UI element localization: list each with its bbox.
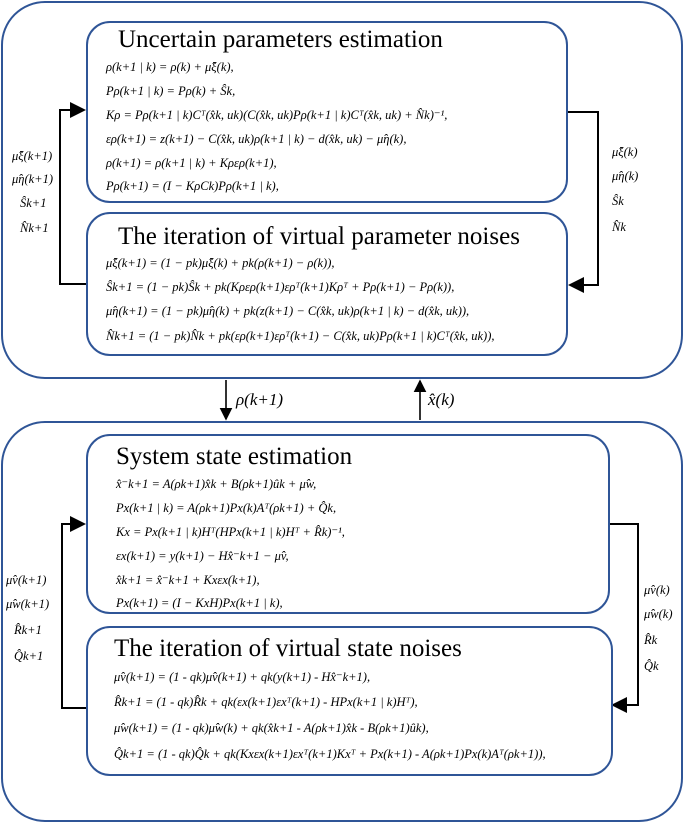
upper-left-label: μ̂ξ(k+1) <box>12 149 53 163</box>
uncertain-parameters-estimation-box: Uncertain parameters estimation ρ(k+1 | … <box>86 21 568 203</box>
upper-right-label: Ŝk <box>612 194 624 208</box>
equation: Ŝk+1 = (1 − pk)Ŝk + pk(Kρερ(k+1)ερᵀ(k+1)… <box>106 280 455 294</box>
equation: R̂k+1 = (1 - qk)R̂k + qk(εx(k+1)εxᵀ(k+1)… <box>114 695 418 709</box>
xhat-connector-label: x̂(k) <box>428 390 455 409</box>
equation: μ̂ξ(k+1) = (1 − pk)μ̂ξ(k) + pk(ρ(k+1) − … <box>106 256 335 270</box>
upper-left-label: Ŝk+1 <box>20 196 47 210</box>
upper-left-label: N̂k+1 <box>20 221 49 235</box>
equation: ρ(k+1) = ρ(k+1 | k) + Kρερ(k+1), <box>106 156 277 170</box>
equation: εx(k+1) = y(k+1) − Hx̂⁻k+1 − μ̂v, <box>116 549 289 563</box>
virtual-parameter-noises-title: The iteration of virtual parameter noise… <box>118 223 520 250</box>
upper-right-feedback-arrow <box>568 111 599 293</box>
lower-left-feedback-arrow <box>61 516 86 709</box>
upper-module-container <box>1 1 683 379</box>
equation: N̂k+1 = (1 − pk)N̂k + pk(ερ(k+1)ερᵀ(k+1)… <box>106 329 495 343</box>
equation: Q̂k+1 = (1 - qk)Q̂k + qk(Kxεx(k+1)εxᵀ(k+… <box>114 747 546 761</box>
equation: μ̂v(k+1) = (1 - qk)μ̂v(k+1) + qk(y(k+1) … <box>114 670 371 684</box>
equation: Kx = Px(k+1 | k)Hᵀ(HPx(k+1 | k)Hᵀ + R̂k)… <box>116 525 345 539</box>
upper-left-label: μ̂η(k+1) <box>12 172 54 186</box>
lower-module-container <box>1 421 683 822</box>
system-state-estimation-box: System state estimation x̂⁻k+1 = A(ρk+1)… <box>86 434 610 614</box>
upper-left-feedback-arrow <box>59 102 86 285</box>
upper-right-label: μ̂η(k) <box>612 169 639 183</box>
lower-right-label: μ̂v(k) <box>644 583 670 597</box>
equation: x̂k+1 = x̂⁻k+1 + Kxεx(k+1), <box>116 573 260 587</box>
lower-left-label: μ̂v(k+1) <box>6 573 47 587</box>
equation: ρ(k+1 | k) = ρ(k) + μ̂ξ(k), <box>106 60 234 74</box>
equation: Px(k+1) = (I − KxH)Px(k+1 | k), <box>116 596 283 610</box>
lower-right-label: Q̂k <box>644 659 659 673</box>
virtual-state-noises-box: The iteration of virtual state noises μ̂… <box>86 626 613 776</box>
equation: ερ(k+1) = z(k+1) − C(x̂k, uk)ρ(k+1 | k) … <box>106 132 407 146</box>
lower-right-label: μ̂w(k) <box>644 607 673 621</box>
equation: Kρ = Pρ(k+1 | k)Cᵀ(x̂k, uk)(C(x̂k, uk)Pρ… <box>106 108 448 122</box>
lower-left-label: μ̂w(k+1) <box>6 597 50 611</box>
upper-right-label: μ̂ξ(k) <box>612 145 638 159</box>
lower-left-label: Q̂k+1 <box>14 649 44 663</box>
equation: Pρ(k+1 | k) = Pρ(k) + Ŝk, <box>106 84 236 98</box>
upper-right-label: N̂k <box>612 220 626 234</box>
virtual-parameter-noises-box: The iteration of virtual parameter noise… <box>86 212 568 356</box>
system-state-estimation-title: System state estimation <box>116 443 353 470</box>
lower-right-feedback-arrow <box>610 523 639 713</box>
equation: Px(k+1 | k) = A(ρk+1)Px(k)Aᵀ(ρk+1) + Q̂k… <box>116 501 337 515</box>
equation: Pρ(k+1) = (I − KρCk)Pρ(k+1 | k), <box>106 179 279 193</box>
equation: x̂⁻k+1 = A(ρk+1)x̂k + B(ρk+1)ûk + μ̂w, <box>116 477 317 491</box>
rho-connector-label: ρ(k+1) <box>236 390 283 409</box>
equation: μ̂w(k+1) = (1 - qk)μ̂w(k) + qk(x̂k+1 - A… <box>114 721 429 735</box>
lower-left-label: R̂k+1 <box>14 623 42 637</box>
equation: μ̂η(k+1) = (1 − pk)μ̂η(k) + pk(z(k+1) − … <box>106 304 470 318</box>
uncertain-parameters-title: Uncertain parameters estimation <box>118 26 443 53</box>
virtual-state-noises-title: The iteration of virtual state noises <box>114 635 462 662</box>
lower-right-label: R̂k <box>644 633 658 647</box>
